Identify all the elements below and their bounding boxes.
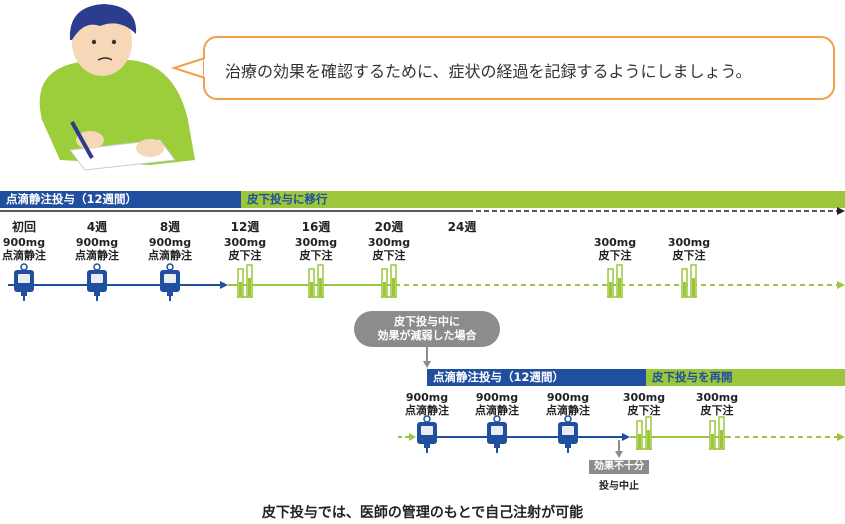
syringe-icon (236, 264, 254, 298)
syringe-icon (680, 264, 698, 298)
decision-line-2: 効果が減弱した場合 (377, 329, 477, 342)
dose-route: 点滴静注 (2, 249, 46, 262)
week-label: 16週 (301, 220, 331, 234)
footer-caption: 皮下投与では、医師の管理のもとで自己注射が可能 (261, 505, 584, 521)
stop-label: 投与中止 (599, 481, 639, 492)
dose-route: 皮下注 (598, 249, 632, 262)
sc-arrow-2 (837, 433, 845, 441)
decision-line-1: 皮下投与中に (394, 315, 460, 328)
iv-bag-icon (486, 415, 508, 454)
iv-bag-icon (86, 263, 108, 302)
iv-bag-icon (416, 415, 438, 454)
band-iv-2: 点滴静注投与（12週間） (427, 369, 646, 386)
dose-amount: 300mg (593, 236, 637, 249)
syringe-icon (606, 264, 624, 298)
iv-arrow-1 (220, 281, 228, 289)
dose-amount: 900mg (405, 391, 449, 404)
iv-bag-icon (159, 263, 181, 302)
decision-pill: 皮下投与中に 効果が減弱した場合 (354, 311, 500, 347)
week-label: 8週 (159, 220, 181, 234)
dose-amount: 900mg (75, 236, 119, 249)
speech-text: 治療の効果を確認するために、症状の経過を記録するようにしましょう。 (225, 62, 752, 81)
band-sc-2: 皮下投与を再開 (646, 369, 845, 386)
dose-route: 点滴静注 (75, 249, 119, 262)
dose-amount: 300mg (294, 236, 338, 249)
week-label: 20週 (374, 220, 404, 234)
dose-route: 点滴静注 (405, 404, 449, 417)
week-label: 4週 (86, 220, 108, 234)
dose-amount: 300mg (622, 391, 666, 404)
week-label: 初回 (11, 220, 36, 234)
syringe-icon (635, 416, 653, 450)
week-label: 12週 (230, 220, 260, 234)
stop-arrow-icon (615, 451, 623, 458)
dose-amount: 300mg (367, 236, 411, 249)
dose-route: 皮下注 (672, 249, 706, 262)
person-writing-illustration (39, 4, 196, 171)
dose-route: 皮下注 (372, 249, 406, 262)
insufficient-badge: 効果不十分 (589, 460, 649, 474)
speech-bubble (203, 36, 835, 100)
dose-route: 皮下注 (228, 249, 262, 262)
axis-arrow (837, 207, 845, 215)
dose-amount: 300mg (223, 236, 267, 249)
iv-arrow-2 (622, 433, 630, 441)
iv-bag-icon (13, 263, 35, 302)
dose-route: 点滴静注 (475, 404, 519, 417)
dose-amount: 900mg (475, 391, 519, 404)
dose-route: 皮下注 (627, 404, 661, 417)
dose-route: 皮下注 (299, 249, 333, 262)
syringe-icon (307, 264, 325, 298)
dose-amount: 900mg (148, 236, 192, 249)
dose-amount: 300mg (667, 236, 711, 249)
dose-route: 皮下注 (700, 404, 734, 417)
band-sc-1: 皮下投与に移行 (241, 191, 845, 208)
down-arrow-icon (423, 361, 431, 368)
dose-amount: 900mg (546, 391, 590, 404)
dose-route: 点滴静注 (148, 249, 192, 262)
syringe-icon (708, 416, 726, 450)
dose-amount: 900mg (2, 236, 46, 249)
dose-route: 点滴静注 (546, 404, 590, 417)
sc-arrow-1 (837, 281, 845, 289)
week-label: 24週 (447, 220, 477, 234)
bubble-tail (170, 57, 206, 79)
syringe-icon (380, 264, 398, 298)
iv-bag-icon (557, 415, 579, 454)
dose-amount: 300mg (695, 391, 739, 404)
band-iv-1: 点滴静注投与（12週間） (0, 191, 241, 208)
sc-lead-arrow (409, 433, 416, 441)
